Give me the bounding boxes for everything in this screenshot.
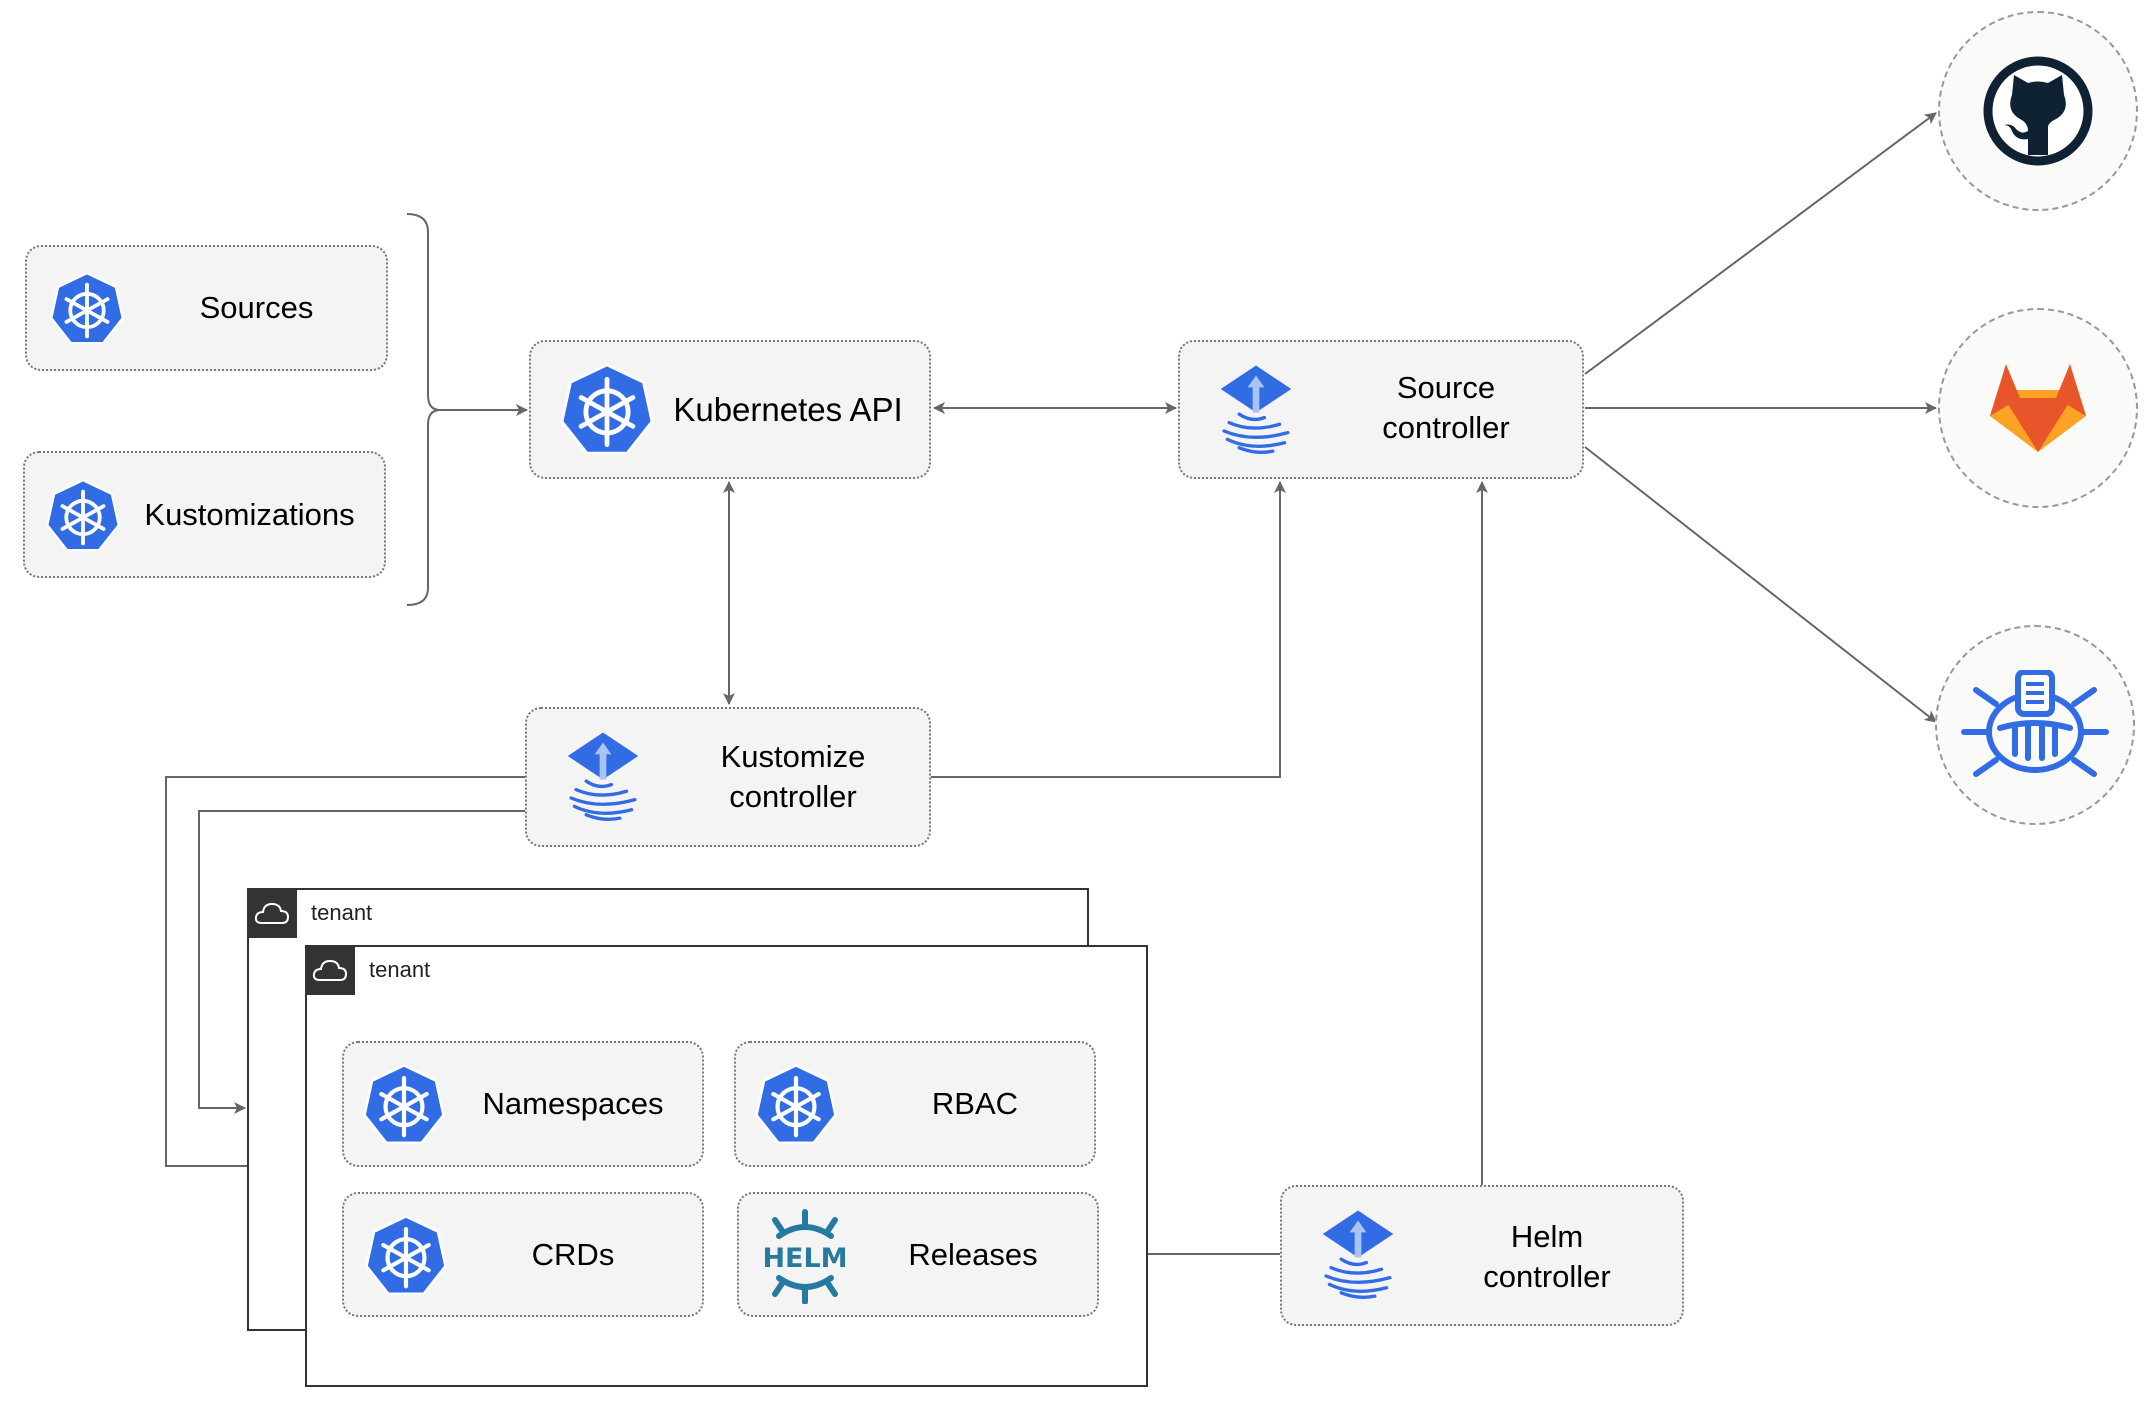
node-label: Namespaces xyxy=(482,1086,664,1121)
node-label: RBAC xyxy=(931,1086,1019,1121)
flux-icon xyxy=(1214,354,1298,466)
node-label: CRDs xyxy=(531,1236,615,1272)
label-line: Source xyxy=(1396,370,1496,405)
cloud-icon xyxy=(305,945,355,995)
node-label: Kustomize controller xyxy=(677,737,909,817)
helm-controller-node[interactable]: Helm controller xyxy=(1280,1185,1684,1326)
github-icon xyxy=(1983,56,2093,166)
brace xyxy=(406,213,441,606)
flux-icon xyxy=(1316,1199,1400,1311)
label-line: Kustomize xyxy=(720,739,866,774)
helm-logo-text: HELM xyxy=(762,1243,847,1274)
bucket-node[interactable] xyxy=(1935,625,2135,825)
rbac-node[interactable]: RBAC xyxy=(734,1041,1096,1167)
node-label: Releases xyxy=(908,1236,1038,1272)
arrow-source-to-bucket xyxy=(1584,446,1937,723)
kubernetes-icon xyxy=(754,1063,838,1147)
gitlab-icon xyxy=(1990,364,2086,452)
helm-icon: HELM xyxy=(762,1209,848,1304)
arrow-kustomize-to-source-controller xyxy=(931,481,1286,778)
gitlab-node[interactable] xyxy=(1938,308,2138,508)
kustomize-controller-node[interactable]: Kustomize controller xyxy=(525,707,931,847)
flux-icon xyxy=(561,721,645,833)
sources-node[interactable]: Sources xyxy=(25,245,388,371)
label-line: Helm xyxy=(1510,1219,1584,1254)
kubernetes-api-node[interactable]: Kubernetes API xyxy=(529,340,931,479)
node-label: Kustomizations xyxy=(144,496,355,532)
kubernetes-icon xyxy=(364,1214,448,1298)
kubernetes-icon xyxy=(45,478,121,554)
label-line: controller xyxy=(729,779,857,814)
node-label: Sources xyxy=(199,290,314,325)
releases-node[interactable]: HELM Releases xyxy=(737,1192,1099,1317)
arrow-source-to-github xyxy=(1584,112,1937,375)
github-node[interactable] xyxy=(1938,11,2138,211)
arrow-kustomize-to-tenant-front xyxy=(165,776,525,1172)
tenant-label: tenant xyxy=(311,900,373,925)
bucket-icon xyxy=(1961,670,2109,777)
kubernetes-icon xyxy=(49,271,125,347)
arrow-kustomize-to-tenant-back xyxy=(198,810,525,1114)
node-label: Source controller xyxy=(1330,368,1562,448)
crds-node[interactable]: CRDs xyxy=(342,1192,704,1317)
cloud-icon xyxy=(247,888,297,938)
namespaces-node[interactable]: Namespaces xyxy=(342,1041,704,1167)
label-line: controller xyxy=(1483,1259,1611,1294)
kubernetes-icon xyxy=(559,362,655,458)
source-controller-node[interactable]: Source controller xyxy=(1178,340,1584,479)
node-label: Helm controller xyxy=(1432,1217,1662,1297)
label-line: controller xyxy=(1382,410,1510,445)
node-label: Kubernetes API xyxy=(673,390,903,428)
kubernetes-icon xyxy=(362,1063,446,1147)
tenant-label: tenant xyxy=(369,957,431,982)
kustomizations-node[interactable]: Kustomizations xyxy=(23,451,386,578)
